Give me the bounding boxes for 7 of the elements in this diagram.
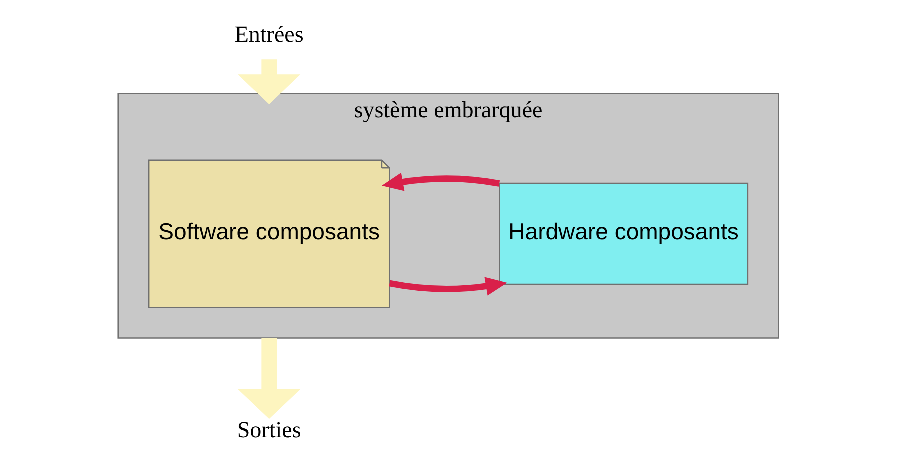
arrow [238, 60, 301, 104]
arrow [389, 277, 508, 296]
node-box: Hardware composants [499, 182, 749, 286]
node-text: Sorties [237, 416, 302, 442]
arrow [238, 338, 301, 420]
node-text: Entrées [234, 20, 304, 47]
arrow [382, 172, 500, 192]
